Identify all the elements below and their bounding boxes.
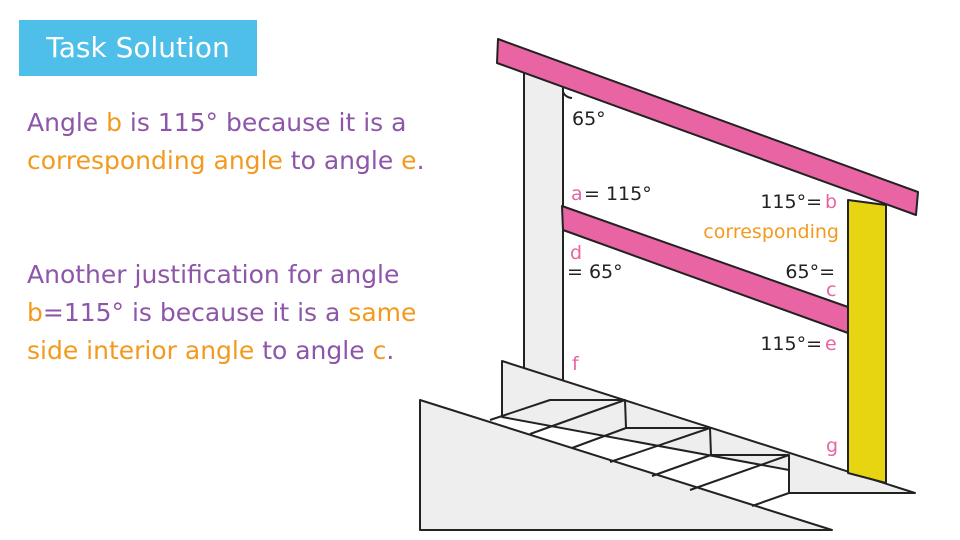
- angle-top-label: 65°: [572, 108, 606, 130]
- label-b: b: [825, 191, 837, 213]
- label-f: f: [572, 353, 580, 375]
- text: to angle: [282, 146, 402, 175]
- label-a: a: [571, 183, 583, 205]
- label-e: e: [825, 333, 837, 355]
- corresponding-angle-term: corresponding angle: [27, 146, 283, 175]
- label-d: d: [570, 242, 582, 264]
- angle-e: e: [401, 146, 417, 175]
- value-a: = 115°: [584, 183, 652, 205]
- explanation-paragraph-2: Another justification for angle b=115° i…: [27, 256, 447, 370]
- value-d: = 65°: [567, 261, 623, 283]
- front-stair-side: [419, 399, 833, 531]
- middle-rail: [561, 205, 849, 334]
- angle-arc: [562, 91, 573, 99]
- stair-steps: [489, 399, 790, 507]
- text: to angle: [254, 336, 373, 365]
- corresponding-label: corresponding: [703, 221, 839, 243]
- text: is 115° because it is a: [121, 108, 407, 137]
- top-rail: [496, 38, 919, 216]
- value-c: 65°=: [785, 261, 835, 283]
- text: Another justification for angle: [27, 260, 400, 289]
- right-post: [847, 199, 887, 484]
- angle-c: c: [372, 336, 387, 365]
- text: Angle: [27, 108, 107, 137]
- label-c: c: [826, 279, 836, 301]
- label-g: g: [826, 435, 838, 457]
- value-b: 115°=: [760, 191, 822, 213]
- left-post: [523, 67, 564, 381]
- explanation-paragraph-1: Angle b is 115° because it is a correspo…: [27, 104, 447, 180]
- angle-b: b: [106, 108, 122, 137]
- value-e: 115°=: [760, 333, 822, 355]
- task-solution-title: Task Solution: [19, 20, 257, 76]
- text: .: [386, 336, 395, 365]
- same-side-interior-term: same side interior angle: [27, 298, 417, 365]
- angle-b: b: [27, 298, 43, 327]
- text: .: [416, 146, 425, 175]
- text: =115° is because it is a: [42, 298, 349, 327]
